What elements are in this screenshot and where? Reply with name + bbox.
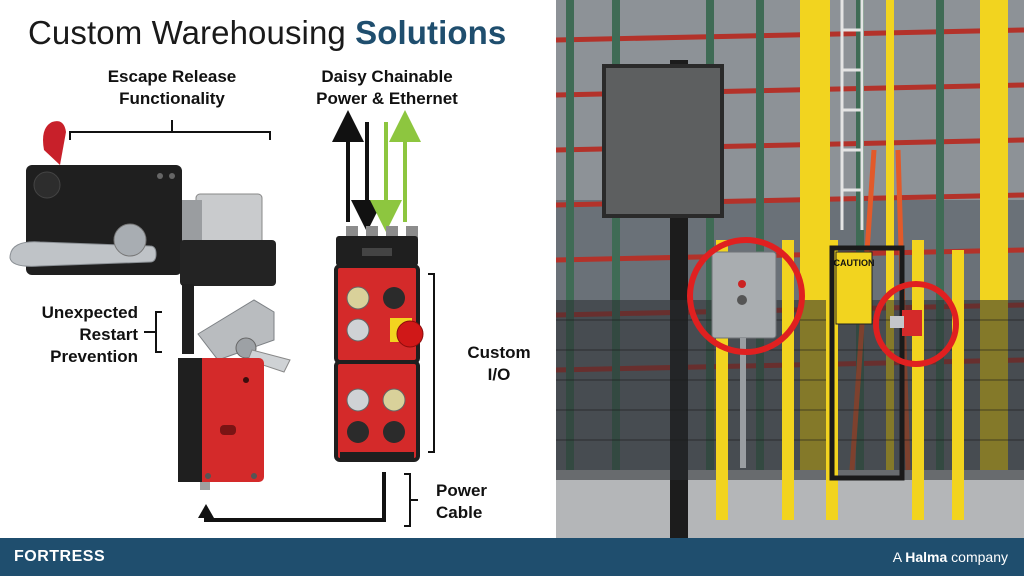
- daisy-chain-line2: Power & Ethernet: [316, 89, 458, 108]
- escape-release-bracket: [69, 120, 271, 140]
- product-diagram: [9, 110, 435, 527]
- slide-title: Custom Warehousing Solutions: [28, 14, 506, 52]
- halma-name: Halma: [905, 549, 948, 565]
- custom-io-bracket: [428, 273, 435, 453]
- warehouse-photo: CAUTION: [556, 0, 1024, 538]
- halma-suffix: company: [947, 549, 1008, 565]
- escape-release-line2: Functionality: [119, 89, 225, 108]
- power-cable-line2: Cable: [436, 503, 483, 522]
- footer-bar: FORTRESS A Halma company: [0, 538, 1024, 576]
- custom-io-line1: Custom: [467, 343, 531, 362]
- highlight-control-box: [687, 237, 805, 355]
- title-accent-text: Solutions: [355, 14, 507, 51]
- warehouse-scene: CAUTION: [556, 0, 1024, 538]
- unexpected-restart-line2: Restart: [79, 325, 138, 344]
- fortress-logo: FORTRESS: [14, 548, 106, 565]
- caution-sign-text: CAUTION: [834, 258, 875, 268]
- interlock-switch: [9, 121, 291, 490]
- power-cable-bracket: [404, 473, 418, 527]
- power-cable-label: Power Cable: [436, 480, 526, 524]
- highlight-gate-interlock: [873, 281, 959, 367]
- daisy-chain-label: Daisy Chainable Power & Ethernet: [292, 66, 482, 110]
- escape-release-line1: Escape Release: [107, 67, 237, 86]
- custom-io-label: Custom I/O: [452, 342, 546, 386]
- daisy-chain-line1: Daisy Chainable: [321, 67, 453, 86]
- unexpected-restart-line1: Unexpected: [41, 303, 138, 322]
- custom-io-line2: I/O: [487, 365, 511, 384]
- unexpected-restart-bracket: [144, 311, 162, 353]
- halma-prefix: A: [892, 549, 906, 565]
- escape-release-label: Escape Release Functionality: [88, 66, 256, 110]
- title-main-text: Custom Warehousing: [28, 14, 356, 51]
- unexpected-restart-label: Unexpected Restart Prevention: [10, 302, 138, 368]
- halma-tagline: A Halma company: [893, 549, 1008, 565]
- power-cable-line1: Power: [436, 481, 488, 500]
- io-station: [334, 226, 424, 462]
- unexpected-restart-line3: Prevention: [50, 347, 138, 366]
